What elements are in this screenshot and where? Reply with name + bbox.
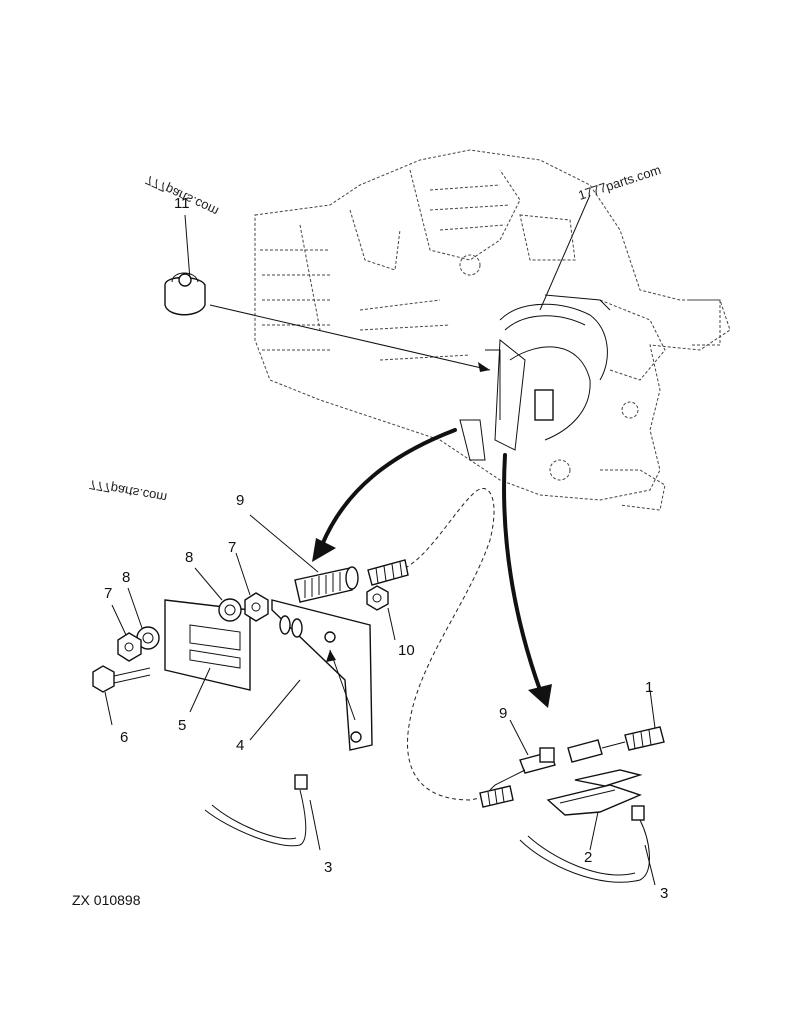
connector-set <box>479 689 665 851</box>
reference-code: ZX 010898 <box>72 892 141 908</box>
upper-leaders <box>184 194 591 372</box>
bolt-item-6 <box>92 665 115 693</box>
callout-10: 10 <box>398 642 415 659</box>
callout-2: 2 <box>584 849 592 866</box>
callout-1: 1 <box>645 679 653 696</box>
callout-5: 5 <box>178 717 186 734</box>
cable-tie-item-3-right <box>519 805 656 886</box>
cable-tie-item-3-left <box>204 774 308 847</box>
callout-8-b: 8 <box>122 569 130 586</box>
nut-item-7-left <box>117 632 142 662</box>
transmission-housing <box>254 149 731 511</box>
callout-9-right: 9 <box>499 705 507 722</box>
callout-6: 6 <box>120 729 128 746</box>
nut-item-10 <box>366 585 389 611</box>
cover-item-2 <box>546 784 642 816</box>
callout-7-a: 7 <box>228 539 236 556</box>
callout-3-left: 3 <box>324 859 332 876</box>
cable-dashed-path <box>404 488 495 801</box>
watermark-mirrored-left: 777parts.com <box>88 477 168 505</box>
sensor-item-9 <box>294 567 353 603</box>
arrow-head-right-icon <box>528 684 552 708</box>
curved-arrows <box>312 428 552 708</box>
callout-3-right: 3 <box>660 885 668 902</box>
bracket-item-4 <box>271 599 373 751</box>
arrow-head-left-icon <box>312 538 336 562</box>
callout-8-a: 8 <box>185 549 193 566</box>
connector-item-1 <box>567 739 603 763</box>
nut-item-7-right <box>244 592 269 622</box>
watermark-top: 1777parts.com <box>576 162 662 203</box>
clip-item-11 <box>164 272 206 316</box>
callout-9-top: 9 <box>236 492 244 509</box>
callout-7-b: 7 <box>104 585 112 602</box>
callout-11: 11 <box>174 195 190 212</box>
callout-4: 4 <box>236 737 244 754</box>
sensor-assembly-on-housing <box>459 294 611 461</box>
washer-item-8-right <box>218 598 242 622</box>
bracket-assembly <box>92 514 409 851</box>
